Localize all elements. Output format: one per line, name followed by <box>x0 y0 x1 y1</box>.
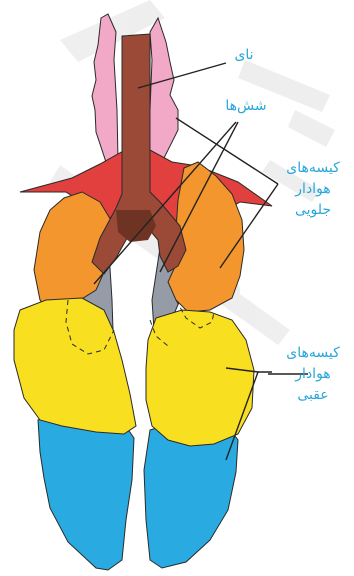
label-posterior-line-3: عقبی <box>278 387 348 404</box>
label-posterior-air-sacs: کیسه‌های هوادار عقبی <box>278 345 348 404</box>
label-anterior-line-3: جلویی <box>278 202 348 219</box>
label-anterior-line-1: کیسه‌های <box>278 160 348 177</box>
left-posterior-sac <box>14 298 136 434</box>
label-posterior-line-2: هوادار <box>278 366 348 383</box>
right-cervical-sac <box>150 18 178 162</box>
label-lungs: شش‌ها <box>224 98 268 115</box>
label-posterior-line-1: کیسه‌های <box>278 345 348 362</box>
left-abdominal-sac <box>38 412 134 570</box>
label-anterior-line-2: هوادار <box>278 181 348 198</box>
label-trachea: نای <box>226 47 262 64</box>
label-anterior-air-sacs: کیسه‌های هوادار جلویی <box>278 160 348 219</box>
